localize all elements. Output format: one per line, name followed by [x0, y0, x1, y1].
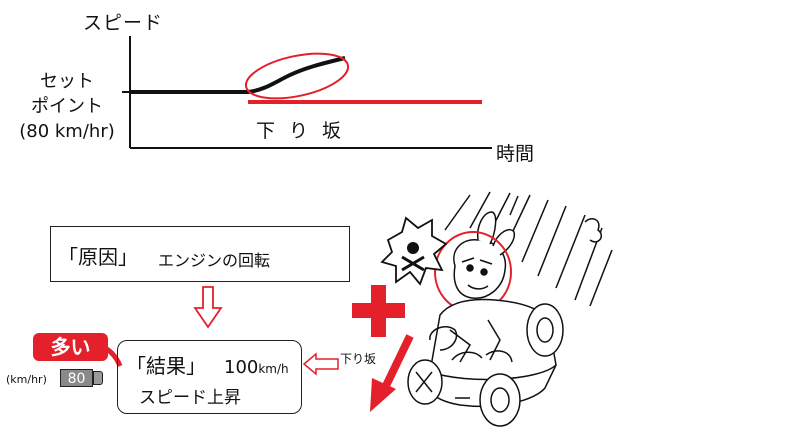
gauge-cap	[93, 371, 103, 385]
down-arrow-icon	[193, 286, 223, 329]
result-speed: 100km/h	[224, 357, 289, 378]
result-heading: 「結果」	[126, 354, 206, 378]
setpoint-line-3: (80 km/hr)	[19, 121, 115, 142]
speed-curve	[130, 56, 346, 94]
setpoint-line-1: セット	[40, 71, 94, 92]
cause-heading: 「原因」	[58, 245, 138, 269]
many-badge: 多い	[33, 333, 108, 361]
setpoint-line-2: ポイント	[31, 96, 103, 117]
plus-icon	[352, 285, 405, 337]
graph-y-label: スピード	[83, 12, 164, 34]
highlight-ellipse	[244, 52, 350, 100]
left-arrow-icon	[302, 352, 339, 376]
cause-box	[50, 226, 350, 282]
gauge-unit: (km/hr)	[6, 373, 47, 386]
graph-downhill-label: 下り坂	[256, 120, 356, 142]
gauge-value: 80	[60, 369, 93, 387]
down-arrow-line	[379, 334, 414, 394]
down-arrow-head-icon	[370, 378, 396, 412]
result-speed-value: 100	[224, 357, 259, 378]
result-box	[117, 340, 302, 414]
cause-text: エンジンの回転	[158, 251, 271, 270]
graph-x-label: 時間	[496, 143, 535, 165]
result-text: スピード上昇	[139, 388, 241, 408]
side-downhill-label: 下り坂	[340, 352, 377, 366]
skull-crossbones-icon	[380, 216, 448, 286]
result-speed-unit: km/h	[258, 362, 289, 376]
car-driver-illustration	[407, 191, 613, 427]
